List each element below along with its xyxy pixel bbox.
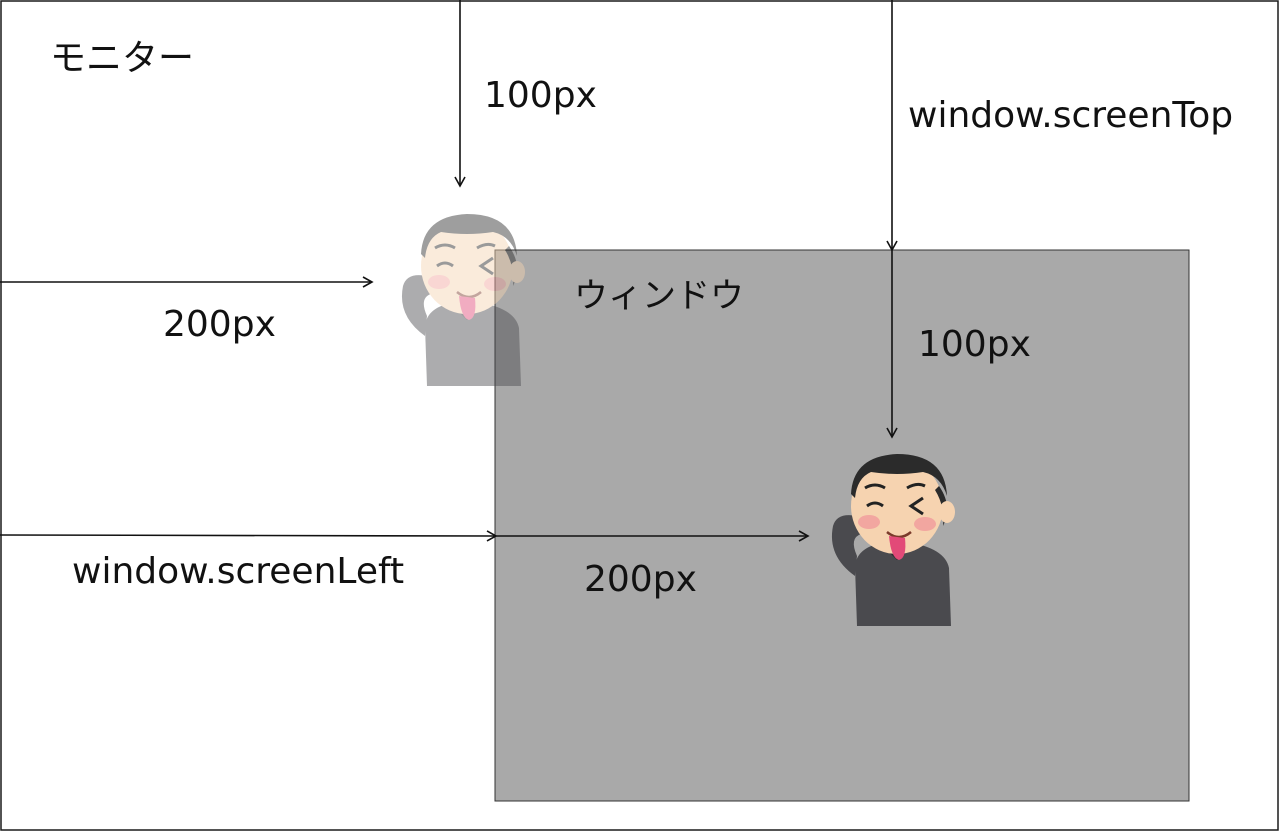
top-offset-label-window: 100px bbox=[918, 324, 1031, 365]
screen-left-arrow bbox=[0, 535, 496, 536]
screen-top-label: window.screenTop bbox=[908, 95, 1233, 136]
left-offset-label-monitor: 200px bbox=[163, 304, 276, 345]
window-label: ウィンドウ bbox=[574, 276, 744, 316]
left-offset-label-window: 200px bbox=[584, 559, 697, 600]
screen-left-label: window.screenLeft bbox=[72, 551, 404, 592]
top-offset-label-monitor: 100px bbox=[484, 75, 597, 116]
monitor-label: モニター bbox=[50, 38, 194, 79]
